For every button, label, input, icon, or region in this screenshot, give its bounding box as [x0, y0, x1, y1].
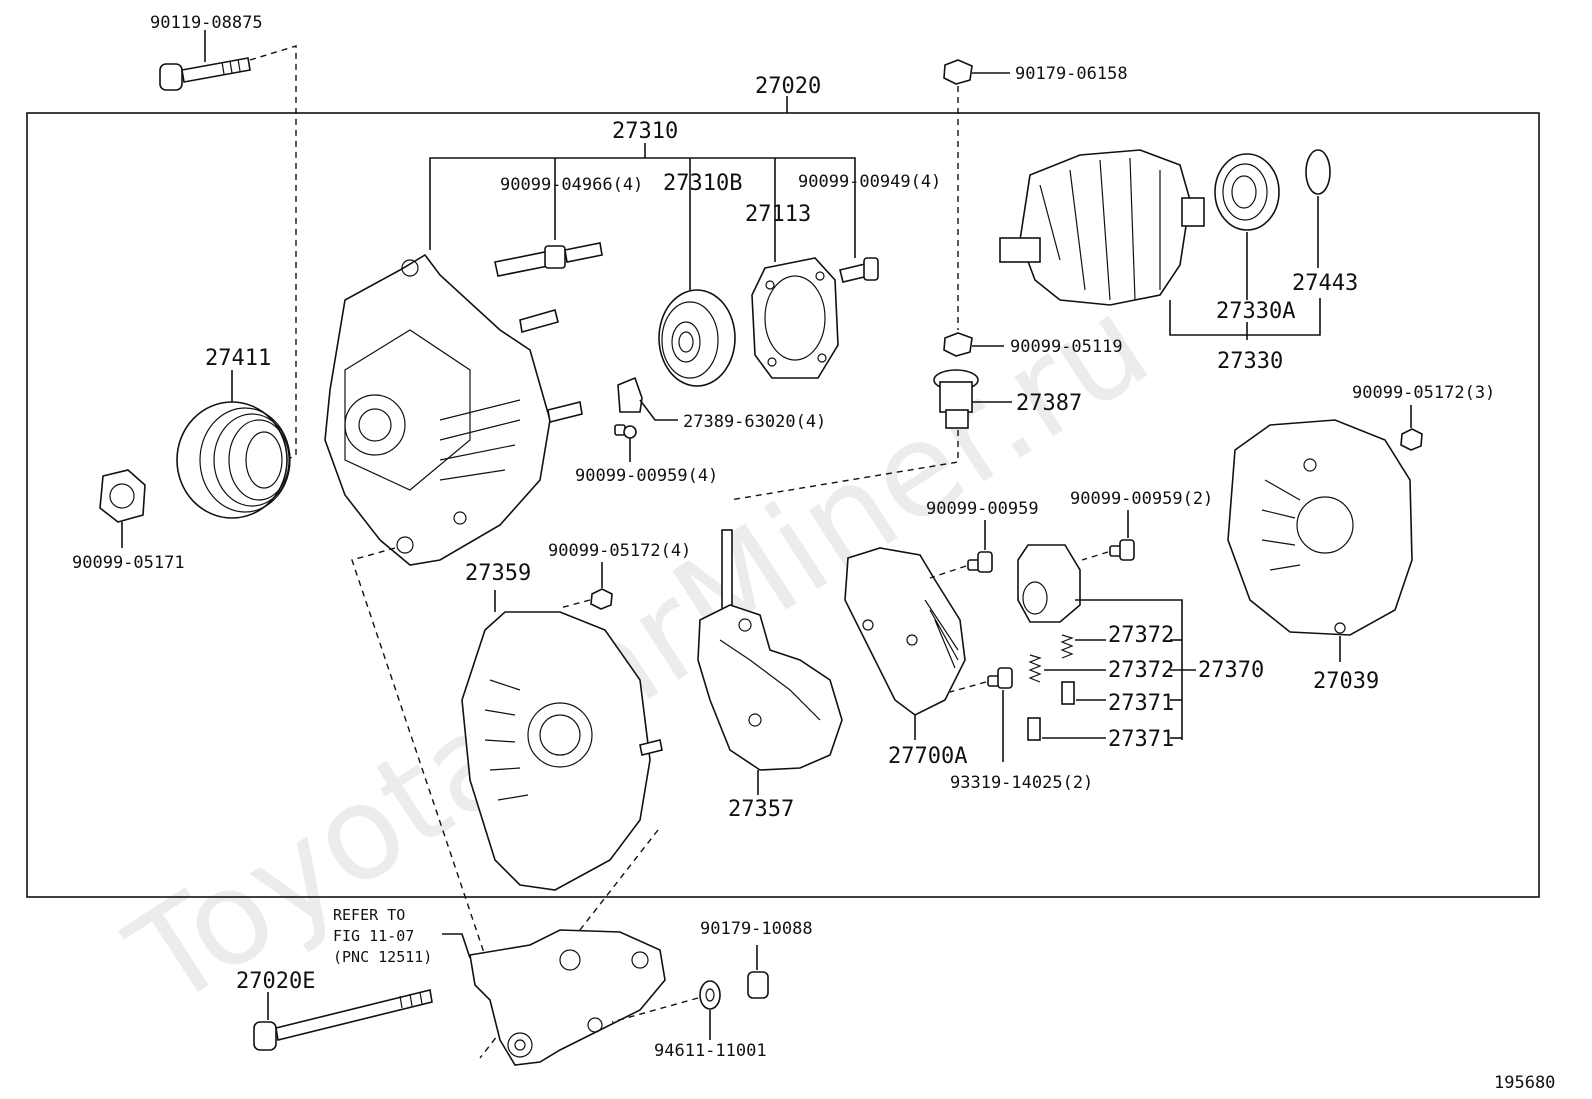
nut-icon [99, 469, 146, 523]
terminal-insulator-icon [933, 369, 979, 429]
bracket-nut-icon [747, 971, 769, 999]
label-90099-00949: 90099-00949(4) [798, 172, 941, 192]
label-27039: 27039 [1313, 669, 1379, 694]
long-bolt-icon [159, 57, 251, 91]
label-90099-05172-4: 90099-05172(4) [548, 541, 691, 561]
label-27387: 27387 [1016, 391, 1082, 416]
label-90099-00959-2: 90099-00959(2) [1070, 489, 1213, 509]
drive-end-frame-icon [324, 253, 583, 566]
label-90099-00959-4: 90099-00959(4) [575, 466, 718, 486]
label-90099-00959: 90099-00959 [926, 499, 1039, 519]
small-screw-icon [614, 424, 637, 439]
label-93319-14025: 93319-14025(2) [950, 773, 1093, 793]
label-27357: 27357 [728, 797, 794, 822]
label-refer-pnc: (PNC 12511) [333, 948, 432, 966]
label-27020: 27020 [755, 74, 821, 99]
label-27372-upper: 27372 [1108, 623, 1174, 648]
holder-screw-icon [1109, 539, 1135, 561]
label-27330: 27330 [1217, 349, 1283, 374]
label-90099-05119: 90099-05119 [1010, 337, 1123, 357]
rotor-bearing-icon [1214, 153, 1280, 231]
label-27389-63020: 27389-63020(4) [683, 412, 826, 432]
label-27371-lower: 27371 [1108, 727, 1174, 752]
label-90179-06158: 90179-06158 [1015, 64, 1128, 84]
label-90099-05171: 90099-05171 [72, 553, 185, 573]
regulator-icon [844, 547, 966, 716]
watermark: ToyotaCarMiner.ru [103, 267, 1174, 1036]
frame-nut-icon [590, 588, 613, 610]
label-refer-fig: FIG 11-07 [333, 927, 414, 945]
bearing-27310b-icon [658, 289, 736, 387]
label-27310b: 27310B [663, 171, 742, 196]
assembly-frame [26, 112, 1540, 898]
label-27020e: 27020E [236, 969, 315, 994]
insulator-nut-icon [943, 332, 973, 357]
label-27330a: 27330A [1216, 299, 1295, 324]
label-90099-05172-3: 90099-05172(3) [1352, 383, 1495, 403]
screw-icon [839, 257, 879, 283]
mounting-bracket-icon [469, 929, 666, 1066]
retainer-plate-icon [751, 257, 839, 379]
top-nut-icon [943, 59, 973, 85]
label-27443: 27443 [1292, 271, 1358, 296]
label-27359: 27359 [465, 561, 531, 586]
brush-icon [1027, 681, 1075, 741]
through-bolt-icon [253, 989, 433, 1051]
diagram-number: 195680 [1494, 1073, 1555, 1093]
label-27113: 27113 [745, 202, 811, 227]
ring-icon [1305, 149, 1331, 195]
label-90099-04966: 90099-04966(4) [500, 175, 643, 195]
rotor-icon [999, 149, 1205, 306]
rear-end-frame-icon [461, 611, 663, 891]
label-27700a: 27700A [888, 744, 967, 769]
washer-icon [699, 980, 721, 1010]
spring-icon [1028, 634, 1074, 683]
terminal-screw-icon [987, 667, 1013, 689]
label-refer-to: REFER TO [333, 906, 405, 924]
rear-cover-icon [1227, 419, 1413, 636]
cover-nut-icon [1400, 428, 1423, 451]
rectifier-holder-icon [697, 529, 843, 771]
label-90119-08875: 90119-08875 [150, 13, 263, 33]
label-27411: 27411 [205, 346, 271, 371]
stud-bolt-icon [494, 242, 603, 277]
label-94611-11001: 94611-11001 [654, 1041, 767, 1061]
label-27310: 27310 [612, 119, 678, 144]
clip-icon [617, 376, 643, 413]
pulley-icon [176, 401, 291, 519]
regulator-screw-icon [967, 551, 993, 573]
label-27372-lower: 27372 [1108, 658, 1174, 683]
label-90179-10088: 90179-10088 [700, 919, 813, 939]
label-27371-upper: 27371 [1108, 691, 1174, 716]
brush-holder-icon [1017, 544, 1081, 623]
label-27370: 27370 [1198, 658, 1264, 683]
